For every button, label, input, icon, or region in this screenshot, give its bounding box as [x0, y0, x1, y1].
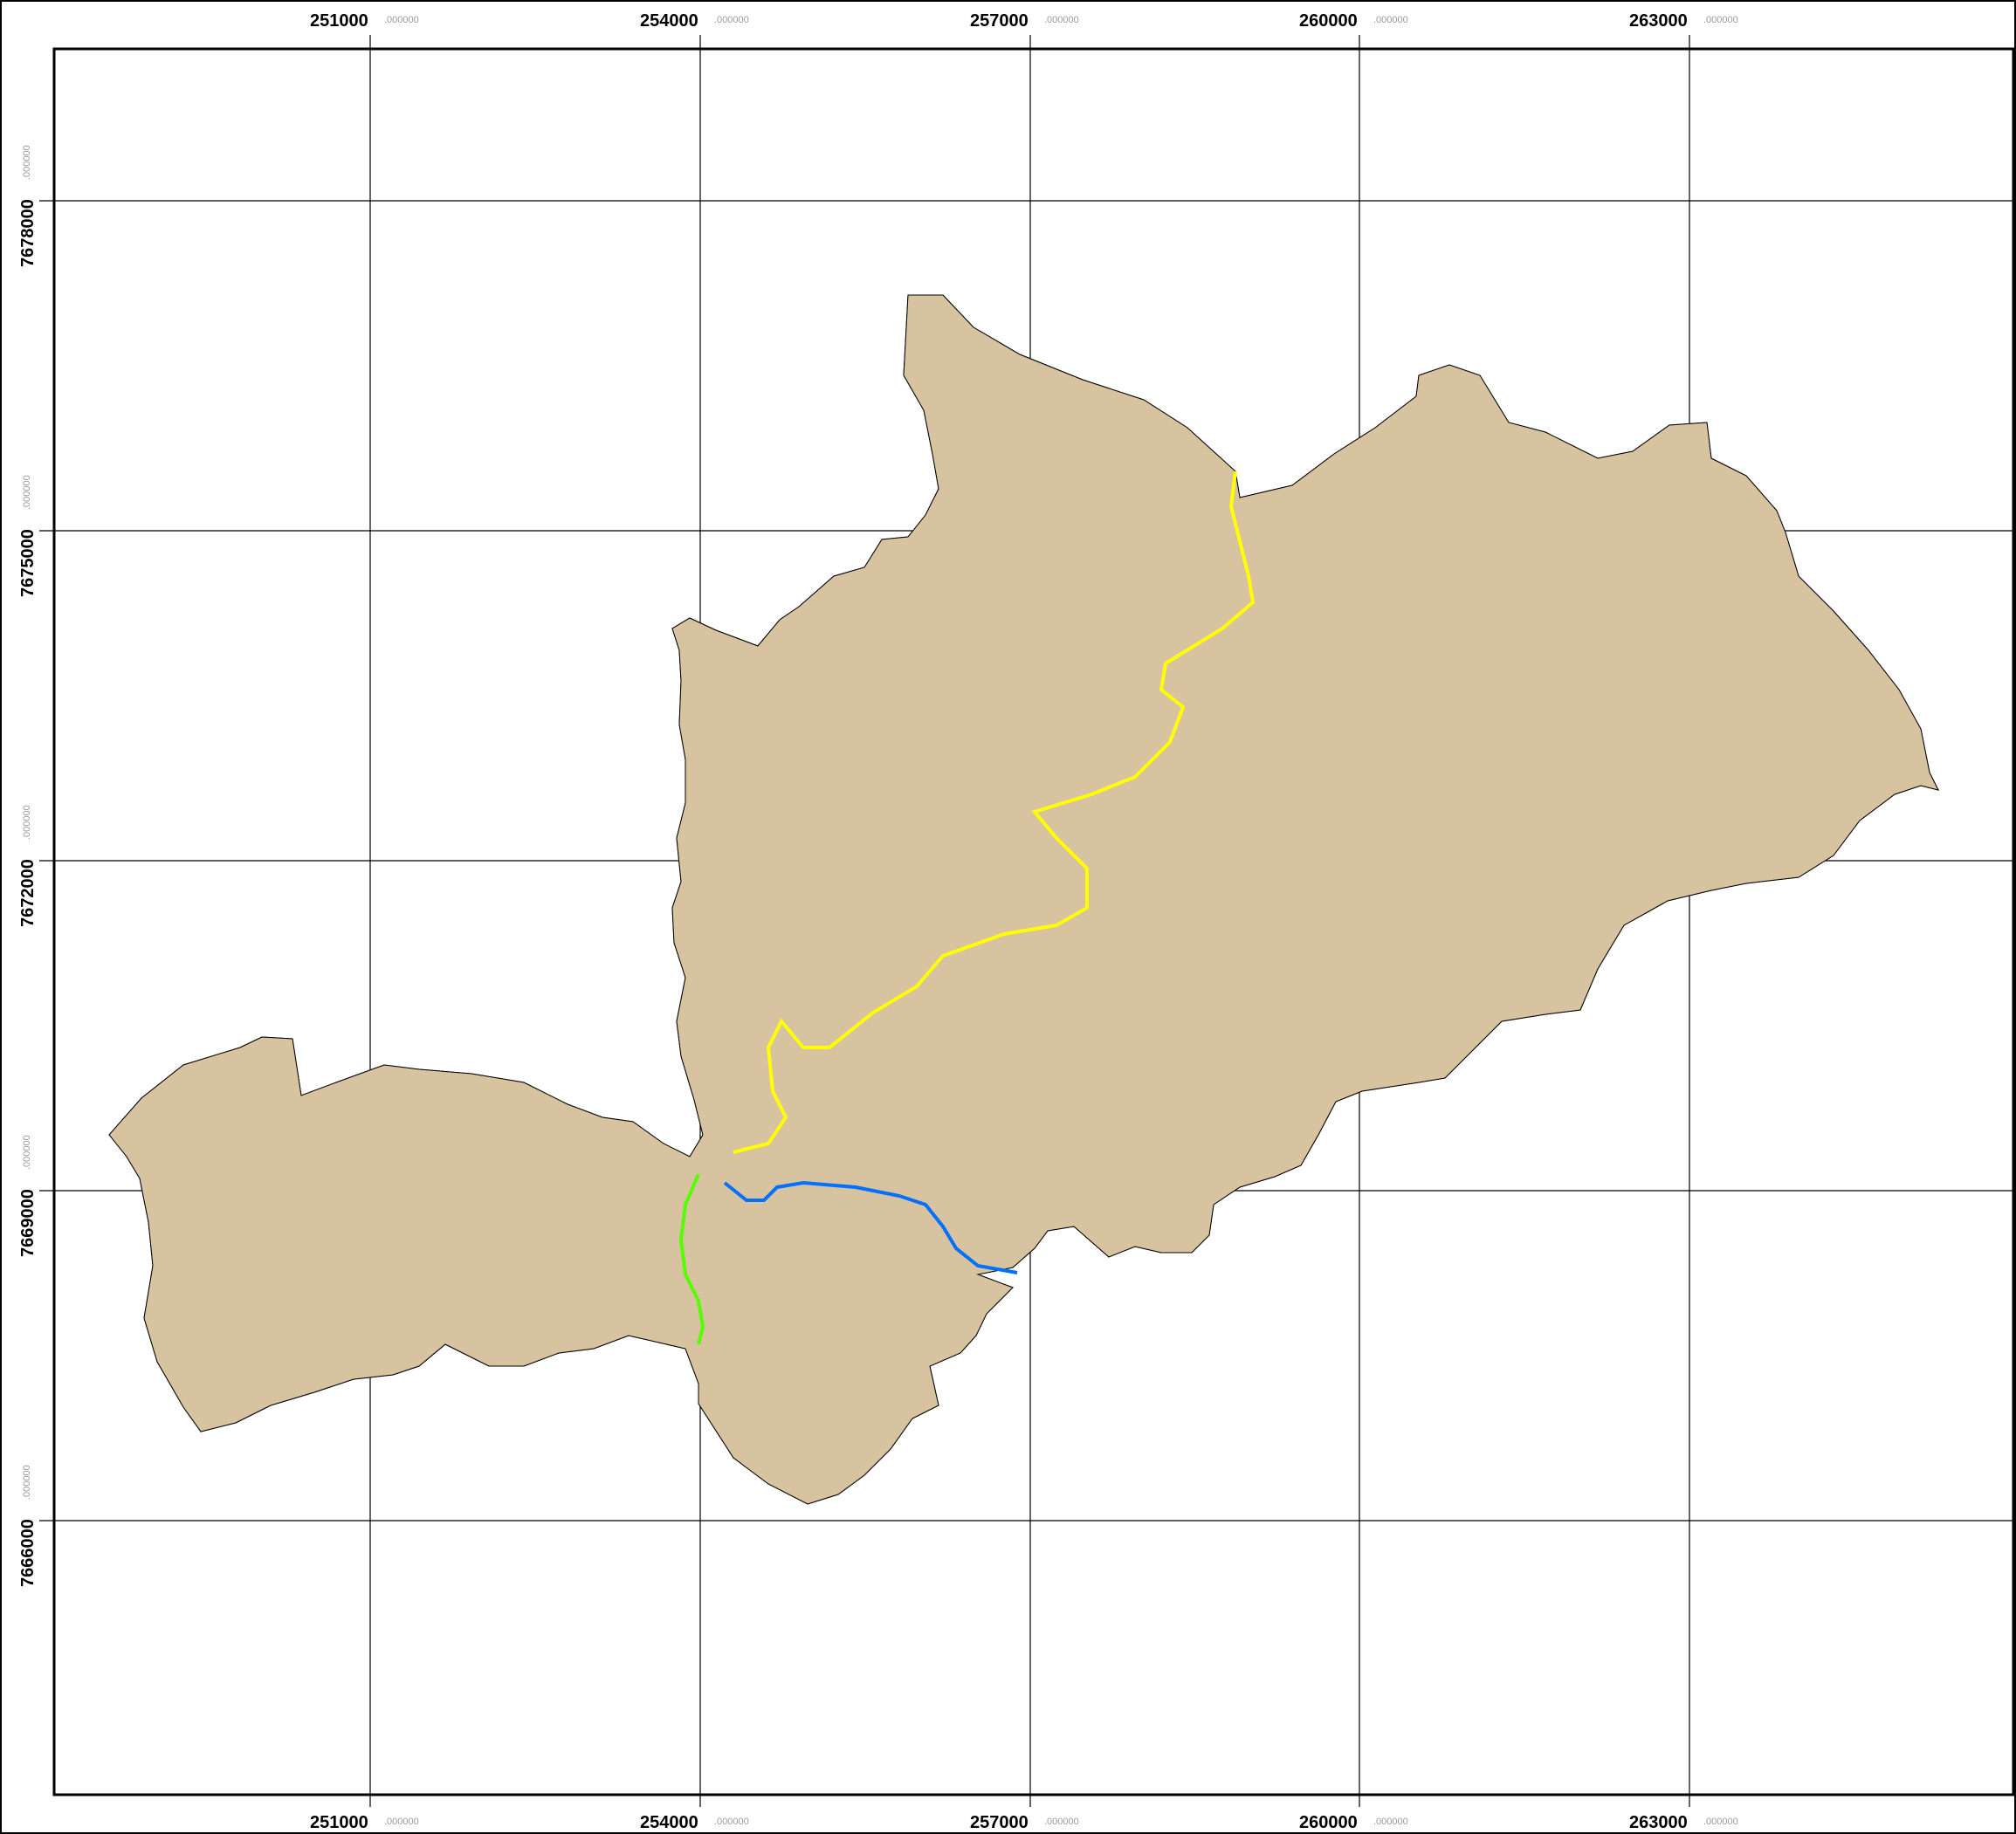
x-tick-top-4-suffix: .000000 [1373, 15, 1408, 25]
y-tick-5-suffix: .000000 [22, 1465, 32, 1500]
x-tick-bottom-5: 263000 [1629, 1813, 1688, 1832]
x-tick-bottom-3: 257000 [970, 1813, 1029, 1832]
y-tick-4: 7669000 [18, 1189, 38, 1257]
x-tick-labels-top: 251000 .000000 254000 .000000 257000 .00… [310, 11, 1738, 31]
x-tick-bottom-4-suffix: .000000 [1373, 1817, 1408, 1827]
x-tick-top-5-suffix: .000000 [1703, 15, 1738, 25]
x-tick-top-2-suffix: .000000 [714, 15, 749, 25]
x-tick-top-3: 257000 [970, 11, 1029, 31]
y-tick-2-suffix: .000000 [22, 475, 32, 510]
y-tick-5: 7666000 [18, 1519, 38, 1587]
x-tick-bottom-5-suffix: .000000 [1703, 1817, 1738, 1827]
y-tick-1: 7678000 [18, 199, 38, 267]
x-tick-labels-bottom: 251000 .000000 254000 .000000 257000 .00… [310, 1813, 1738, 1832]
y-tick-4-suffix: .000000 [22, 1135, 32, 1170]
y-tick-3-suffix: .000000 [22, 805, 32, 840]
x-tick-bottom-2: 254000 [640, 1813, 698, 1832]
boundary-lines [109, 295, 1938, 1504]
x-tick-bottom-1-suffix: .000000 [384, 1817, 419, 1827]
x-tick-bottom-3-suffix: .000000 [1044, 1817, 1079, 1827]
y-tick-labels: 7678000 .000000 7675000 .000000 7672000 … [18, 145, 38, 1587]
y-tick-1-suffix: .000000 [22, 145, 32, 180]
x-tick-bottom-1: 251000 [310, 1813, 368, 1832]
x-tick-top-2: 254000 [640, 11, 698, 31]
x-tick-top-1-suffix: .000000 [384, 15, 419, 25]
x-tick-bottom-2-suffix: .000000 [714, 1817, 749, 1827]
x-tick-bottom-4: 260000 [1299, 1813, 1358, 1832]
x-tick-top-5: 263000 [1629, 11, 1688, 31]
blue-river [723, 1180, 1018, 1274]
yellow-road [733, 471, 1256, 1154]
y-tick-2: 7675000 [18, 529, 38, 597]
x-tick-top-4: 260000 [1299, 11, 1358, 31]
green-stream [678, 1173, 705, 1345]
x-tick-top-3-suffix: .000000 [1044, 15, 1079, 25]
x-tick-top-1: 251000 [310, 11, 368, 31]
y-tick-3: 7672000 [18, 859, 38, 927]
